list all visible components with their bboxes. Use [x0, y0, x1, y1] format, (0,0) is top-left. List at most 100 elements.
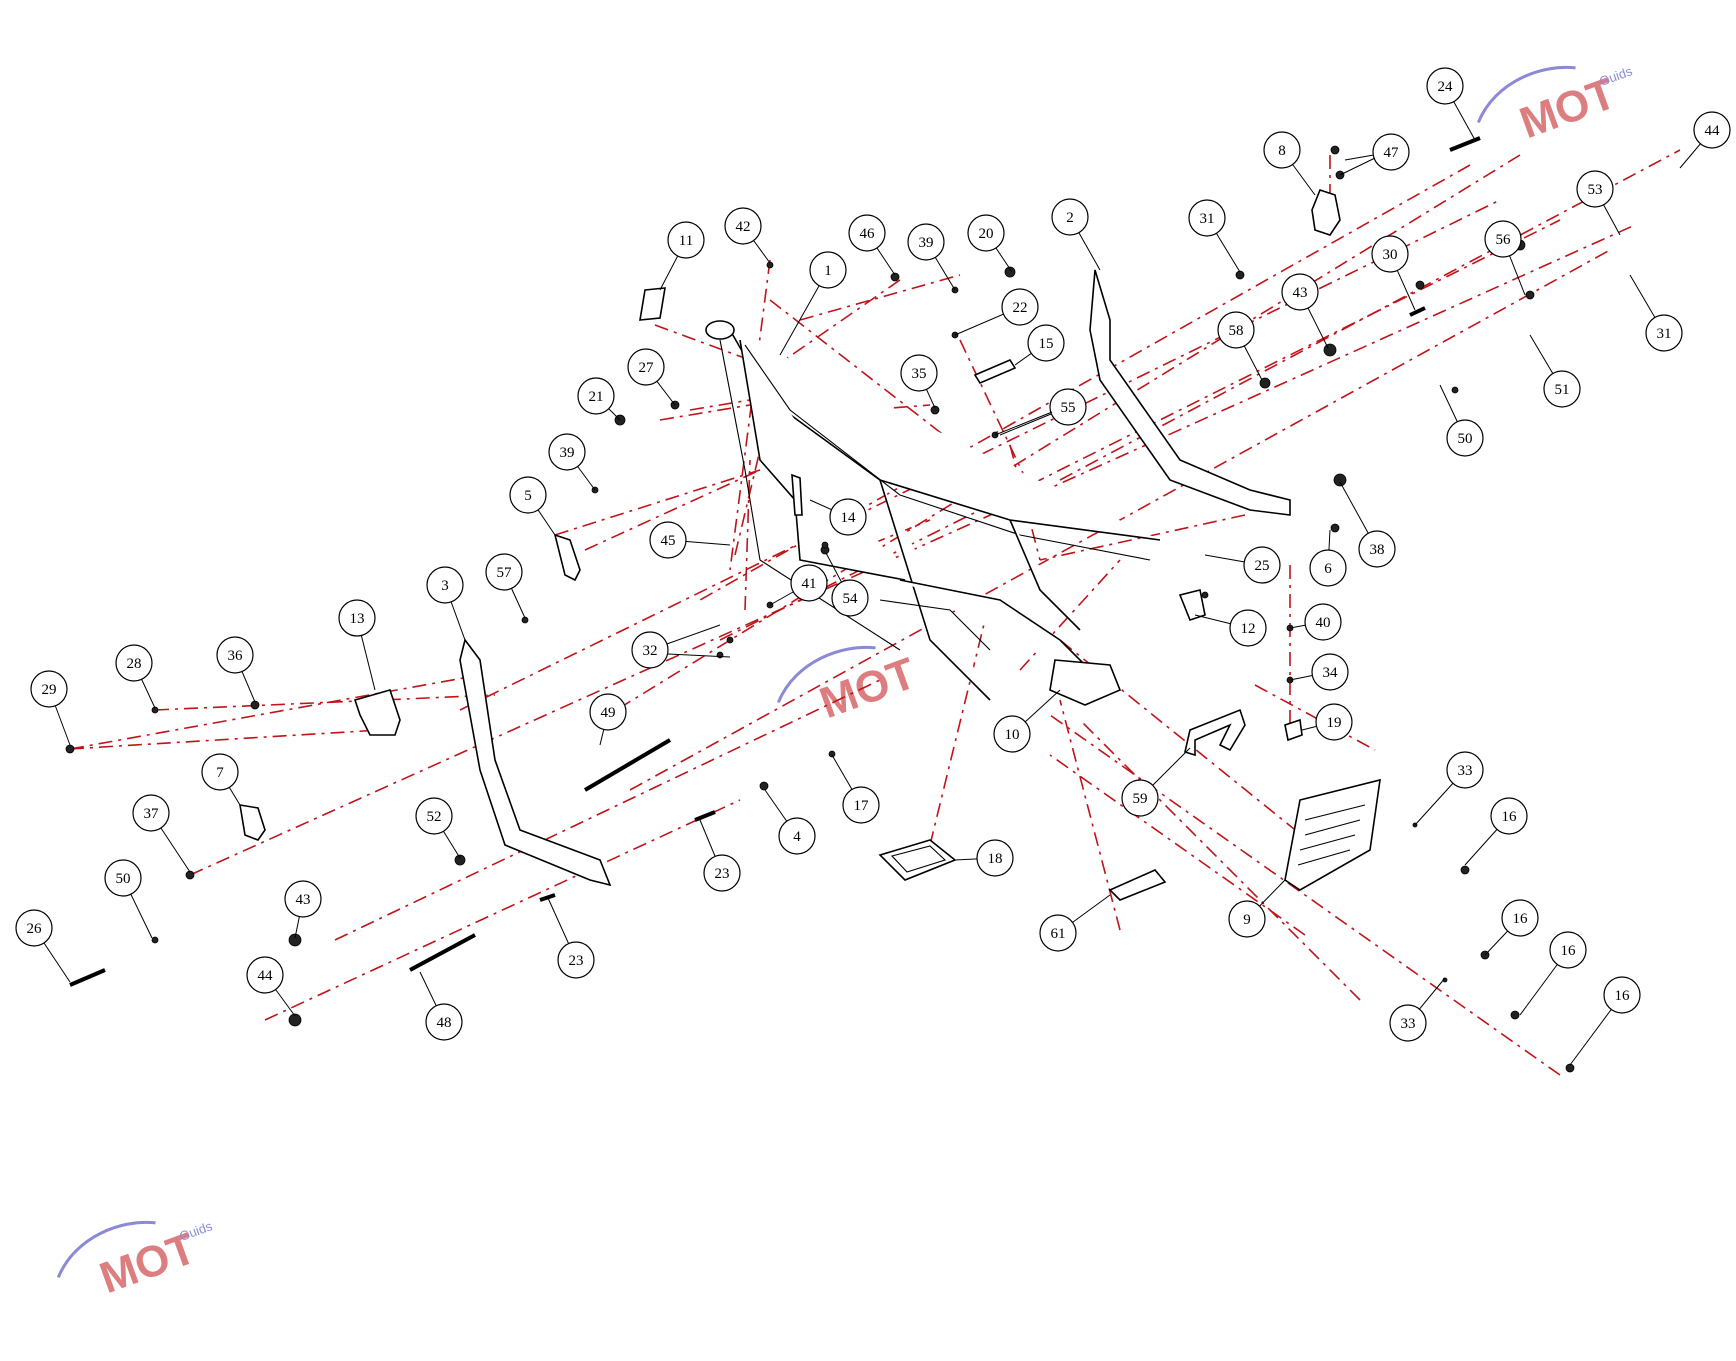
- callout-16[interactable]: 16: [1569, 976, 1641, 1066]
- callout-41[interactable]: 41: [769, 564, 828, 606]
- callout-27[interactable]: 27: [627, 348, 676, 406]
- callout-number: 50: [116, 871, 131, 887]
- callout-34[interactable]: 34: [1289, 653, 1349, 691]
- callout-61[interactable]: 61: [1039, 894, 1111, 952]
- callout-26[interactable]: 26: [15, 909, 71, 983]
- callout-20[interactable]: 20: [967, 214, 1013, 273]
- bracket-11: [639, 287, 666, 321]
- callout-circle: [338, 599, 376, 637]
- callout-48[interactable]: 48: [419, 971, 463, 1041]
- callout-number: 47: [1384, 145, 1400, 161]
- dash-line: [584, 469, 761, 551]
- callout-55[interactable]: 55: [999, 388, 1087, 436]
- callout-42[interactable]: 42: [724, 207, 771, 264]
- callout-15[interactable]: 15: [1014, 324, 1065, 366]
- callout-58[interactable]: 58: [1217, 311, 1263, 381]
- callout-number: 17: [854, 798, 870, 814]
- callout-23[interactable]: 23: [699, 819, 741, 892]
- callout-number: 27: [639, 360, 655, 376]
- callout-29[interactable]: 29: [30, 670, 71, 746]
- callout-number: 25: [1255, 558, 1270, 574]
- callout-13[interactable]: 13: [338, 599, 376, 691]
- callout-number: 36: [228, 648, 244, 664]
- callout-44[interactable]: 44: [1679, 111, 1731, 169]
- callout-12[interactable]: 12: [1194, 609, 1267, 647]
- callout-35[interactable]: 35: [900, 354, 938, 409]
- hardware-dot: [1330, 145, 1340, 155]
- callout-16[interactable]: 16: [1484, 899, 1539, 956]
- callout-2[interactable]: 2: [1051, 198, 1101, 271]
- callout-57[interactable]: 57: [485, 553, 526, 619]
- callout-5[interactable]: 5: [509, 476, 556, 536]
- callout-24[interactable]: 24: [1426, 67, 1476, 141]
- callout-10[interactable]: 10: [993, 689, 1061, 753]
- callout-19[interactable]: 19: [1301, 703, 1353, 741]
- callout-33[interactable]: 33: [1414, 751, 1484, 826]
- callout-54[interactable]: 54: [825, 552, 869, 617]
- callout-21[interactable]: 21: [577, 377, 621, 421]
- callout-28[interactable]: 28: [115, 644, 156, 709]
- callout-circle: [132, 794, 170, 832]
- callout-30[interactable]: 30: [1371, 235, 1416, 311]
- callout-39[interactable]: 39: [548, 433, 596, 491]
- callout-18[interactable]: 18: [954, 839, 1014, 877]
- callout-36[interactable]: 36: [216, 636, 256, 703]
- callout-53[interactable]: 53: [1576, 170, 1621, 236]
- callout-17[interactable]: 17: [831, 754, 880, 824]
- callout-number: 31: [1200, 211, 1215, 227]
- callout-31[interactable]: 31: [1629, 274, 1683, 352]
- callout-circle: [425, 1003, 463, 1041]
- callout-50[interactable]: 50: [104, 859, 153, 939]
- callout-16[interactable]: 16: [1519, 931, 1587, 1016]
- callout-43[interactable]: 43: [1281, 273, 1329, 349]
- callout-number: 46: [860, 226, 876, 242]
- callout-45[interactable]: 45: [649, 521, 731, 559]
- callout-32[interactable]: 32: [631, 624, 721, 669]
- callout-8[interactable]: 8: [1263, 131, 1316, 196]
- callout-47[interactable]: 47: [1344, 133, 1410, 171]
- callout-number: 61: [1051, 926, 1066, 942]
- callout-49[interactable]: 49: [589, 693, 627, 746]
- callout-50[interactable]: 50: [1439, 384, 1484, 457]
- dash-line: [1019, 559, 1121, 671]
- callout-circle: [1049, 388, 1087, 426]
- callout-46[interactable]: 46: [848, 214, 896, 276]
- callout-22[interactable]: 22: [954, 288, 1039, 336]
- callout-25[interactable]: 25: [1204, 546, 1281, 584]
- handle-59: [1184, 708, 1246, 757]
- guard-9: [1284, 778, 1381, 891]
- callout-39[interactable]: 39: [907, 223, 956, 291]
- callout-circle: [1311, 653, 1349, 691]
- callout-51[interactable]: 51: [1529, 334, 1581, 408]
- callout-number: 33: [1458, 763, 1473, 779]
- callout-circle: [246, 956, 284, 994]
- bracket-19: [1284, 718, 1303, 742]
- callout-6[interactable]: 6: [1309, 529, 1347, 587]
- callout-43[interactable]: 43: [284, 880, 322, 939]
- callout-11[interactable]: 11: [659, 221, 705, 291]
- dash-line: [334, 679, 881, 941]
- callout-31[interactable]: 31: [1188, 199, 1241, 273]
- callout-3[interactable]: 3: [426, 566, 466, 641]
- callout-4[interactable]: 4: [764, 789, 816, 855]
- dash-line: [599, 154, 1521, 721]
- callout-59[interactable]: 59: [1121, 747, 1191, 817]
- callout-23[interactable]: 23: [547, 897, 595, 979]
- callout-38[interactable]: 38: [1339, 481, 1396, 568]
- callout-56[interactable]: 56: [1484, 220, 1526, 296]
- steering-head: [705, 320, 735, 340]
- callout-circle: [1243, 546, 1281, 584]
- callout-52[interactable]: 52: [415, 797, 461, 859]
- callout-9[interactable]: 9: [1228, 879, 1286, 938]
- callout-37[interactable]: 37: [132, 794, 191, 873]
- callout-16[interactable]: 16: [1464, 797, 1528, 866]
- callout-number: 12: [1241, 621, 1256, 637]
- callout-44[interactable]: 44: [246, 956, 296, 1017]
- callout-33[interactable]: 33: [1389, 977, 1446, 1042]
- callout-number: 59: [1133, 791, 1148, 807]
- callout-1[interactable]: 1: [779, 251, 847, 356]
- callout-circle: [216, 636, 254, 674]
- callout-14[interactable]: 14: [809, 498, 867, 536]
- callout-7[interactable]: 7: [201, 753, 241, 806]
- callout-40[interactable]: 40: [1289, 603, 1342, 641]
